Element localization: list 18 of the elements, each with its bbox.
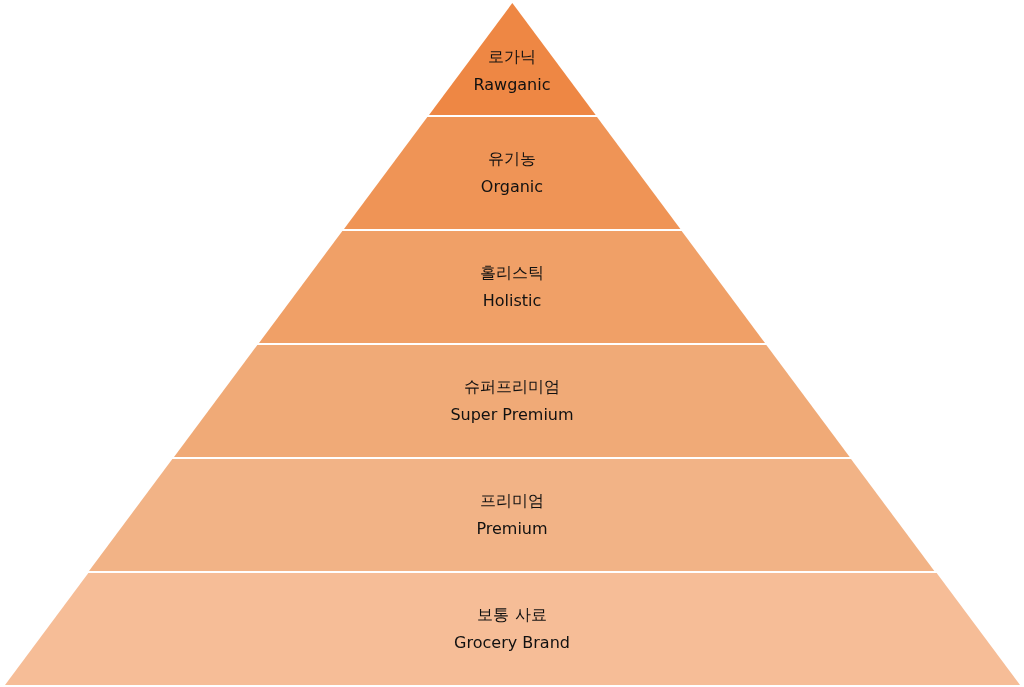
pyramid-tier [4, 573, 1020, 685]
pyramid-tier [343, 117, 681, 229]
pyramid-tier [89, 459, 935, 571]
tier-label-english: Rawganic [473, 74, 551, 96]
pyramid-tier [174, 345, 850, 457]
tier-label-english: Premium [476, 518, 548, 540]
tier-label-english: Organic [480, 176, 544, 198]
tier-label: 보통 사료 [477, 604, 547, 626]
pyramid-tier [259, 231, 765, 343]
tier-label-english: Holistic [482, 290, 542, 312]
tier-label: 유기농 [488, 148, 536, 170]
tier-label: 슈퍼프리미엄 [464, 376, 560, 398]
tier-label: 로가닉 [488, 46, 536, 68]
tier-label-english: Super Premium [450, 404, 574, 426]
pyramid-tier [428, 3, 596, 115]
tier-label: 홀리스틱 [480, 262, 544, 284]
tier-label-english: Grocery Brand [454, 632, 570, 654]
tier-label: 프리미엄 [480, 490, 544, 512]
